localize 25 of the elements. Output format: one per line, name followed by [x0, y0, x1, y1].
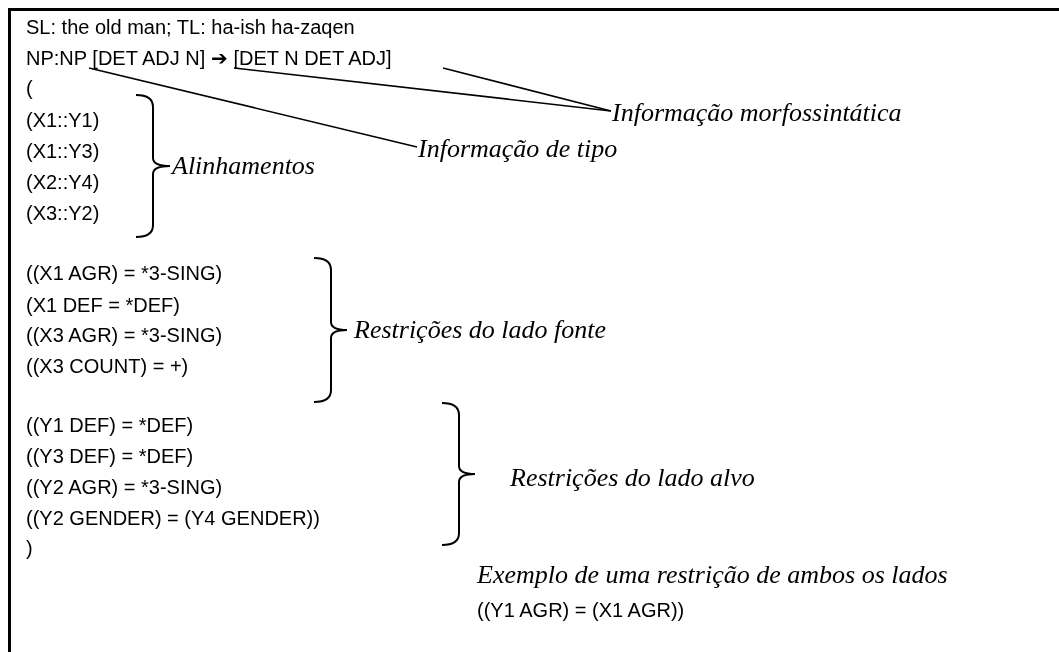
code-line: ( [26, 78, 33, 98]
code-line: ((Y1 DEF) = *DEF) [26, 415, 194, 435]
annotation-text: Restrições do lado alvo [510, 465, 755, 491]
code-line: (X1 DEF = *DEF) [26, 295, 180, 315]
annotation-text: Alinhamentos [172, 153, 315, 179]
code-line: ) [26, 538, 33, 558]
annotation-text: Exemplo de uma restrição de ambos os lados [477, 562, 948, 588]
annotation-text: Restrições do lado fonte [354, 317, 606, 343]
annotation-label: Informação morfossintática [612, 100, 902, 126]
code-line: ((Y2 GENDER) = (Y4 GENDER)) [26, 508, 320, 528]
code-line: ((Y1 AGR) = (X1 AGR)) [477, 600, 685, 620]
code-line: ((Y2 AGR) = *3-SING) [26, 477, 223, 497]
code-line: NP:NP [DET ADJ N] ➔ [DET N DET ADJ] [26, 48, 392, 68]
code-line: ((X3 AGR) = *3-SING) [26, 325, 223, 345]
code-line: (X2::Y4) [26, 172, 100, 192]
code-line: SL: the old man; TL: ha-ish ha-zaqen [26, 17, 355, 37]
leader-line [88, 67, 418, 148]
code-line: (X1::Y3) [26, 141, 100, 161]
code-line: (X1::Y1) [26, 110, 100, 130]
code-line: ((X3 COUNT) = +) [26, 356, 189, 376]
leader-line [442, 67, 612, 112]
code-line: (X3::Y2) [26, 203, 100, 223]
code-line: ((X1 AGR) = *3-SING) [26, 263, 223, 283]
code-line: ((Y3 DEF) = *DEF) [26, 446, 194, 466]
annotation-label: Informação de tipo [418, 136, 618, 162]
